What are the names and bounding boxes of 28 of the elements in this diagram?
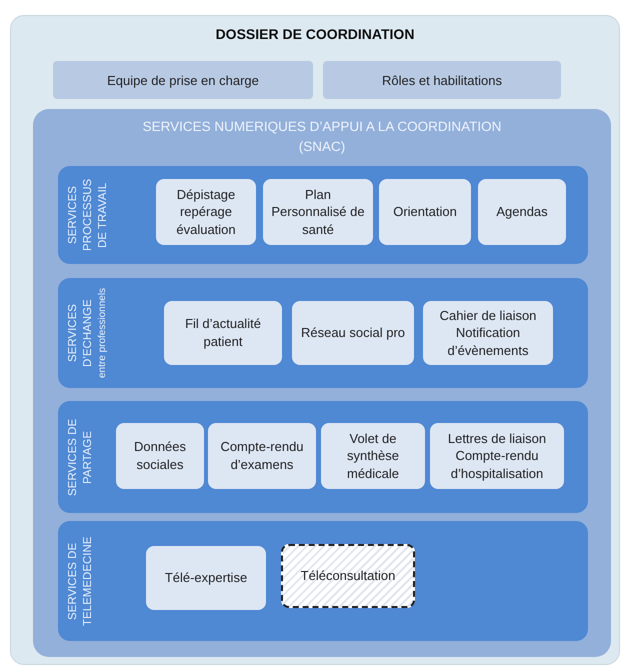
planned-service-box: Téléconsultation [281,544,415,608]
service-box: Agendas [478,179,566,245]
panel-title: DOSSIER DE COORDINATION [214,26,416,42]
service-box: Fil d’actualité patient [164,301,282,365]
band-title: entre professionnels [96,288,109,378]
service-band [58,278,588,388]
service-band [58,401,588,513]
service-band [58,521,588,641]
band-title: SERVICES D’ECHANGE [66,298,95,369]
service-box: Volet de synthèse médicale [321,423,425,489]
service-box: Compte-rendu d’examens [208,423,316,489]
service-box: Dépistage repérage évaluation [156,179,256,245]
service-box: Réseau social pro [292,301,414,365]
band-title: SERVICES DE PARTAGE [66,417,95,498]
services-panel [33,109,611,657]
band-title: SERVICES DE TELEMEDECINE [66,535,95,628]
panel-title: SERVICES NUMERIQUES D’APPUI A LA COORDINATION (SNAC) [142,118,502,156]
service-band [58,166,588,264]
service-box: Plan Personnalisé de santé [263,179,373,245]
dossier-panel [10,15,620,665]
service-box: Données sociales [116,423,204,489]
band-title: SERVICES PROCESSUS DE TRAVAIL [66,178,110,254]
service-box: Cahier de liaison Notification d’évènements [423,301,553,365]
service-box: Télé-expertise [146,546,266,610]
service-box: Lettres de liaison Compte-rendu d’hospitalisation [430,423,564,489]
service-box: Orientation [379,179,471,245]
header-box: Equipe de prise en charge [53,61,313,99]
header-box: Rôles et habilitations [323,61,561,99]
